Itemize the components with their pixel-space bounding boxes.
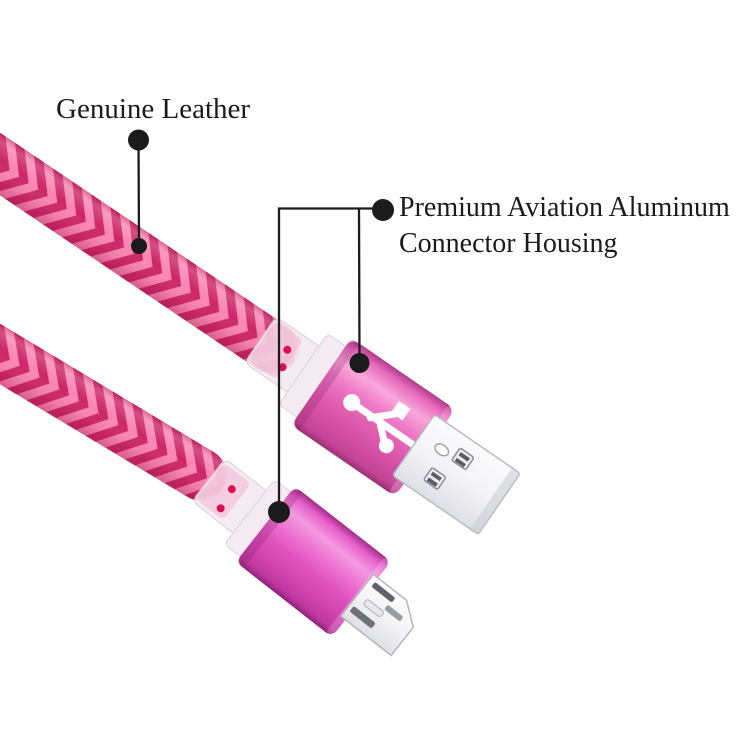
annotation-dot-leather-label bbox=[128, 129, 149, 151]
led-indicator-dot bbox=[227, 485, 236, 494]
cable-shading bbox=[0, 130, 299, 374]
usb-a-connector bbox=[246, 318, 520, 534]
micro-usb-connector bbox=[194, 460, 415, 657]
annotation-overlay bbox=[128, 129, 394, 523]
annotation-dot-housing-label bbox=[372, 199, 394, 221]
housing-back-edge bbox=[293, 339, 358, 429]
plug-oval-hole bbox=[434, 443, 450, 457]
plug-contact-hole bbox=[451, 447, 475, 470]
plug-tip-edge bbox=[471, 468, 520, 534]
usb-a-plug bbox=[392, 414, 520, 534]
micro-usb-plug bbox=[339, 573, 415, 657]
strain-relief-cable-tint bbox=[198, 465, 249, 518]
plug-slot bbox=[372, 582, 395, 602]
premium-housing-label: Premium Aviation Aluminum Connector Hous… bbox=[399, 190, 730, 262]
annotation-dot-usb-housing-target bbox=[349, 353, 370, 373]
plug-slot bbox=[384, 605, 403, 621]
plug-slot bbox=[350, 606, 376, 628]
strain-relief-cable-tint bbox=[250, 323, 302, 378]
premium-housing-label-line2: Connector Housing bbox=[399, 228, 618, 259]
micro-usb-aluminum-housing bbox=[239, 489, 388, 634]
premium-housing-label-line1: Premium Aviation Aluminum bbox=[399, 192, 730, 223]
led-indicator-dot bbox=[278, 363, 287, 372]
annotation-dot-micro-housing-target bbox=[268, 501, 290, 523]
annotation-line-housing-usb bbox=[357, 208, 361, 361]
plug-slot bbox=[363, 599, 384, 617]
led-indicator-dot bbox=[216, 504, 225, 513]
annotation-dot-leather-target bbox=[131, 238, 147, 254]
led-indicator-dot bbox=[283, 345, 292, 354]
genuine-leather-label: Genuine Leather bbox=[56, 93, 251, 125]
cable-shading bbox=[0, 320, 227, 501]
braided-leather-cable-top bbox=[0, 130, 299, 374]
annotation-line-housing-micro bbox=[277, 207, 378, 512]
braided-leather-cable-bottom bbox=[0, 320, 227, 501]
annotation-line-leather bbox=[137, 141, 141, 245]
plug-contact-hole bbox=[423, 467, 447, 490]
